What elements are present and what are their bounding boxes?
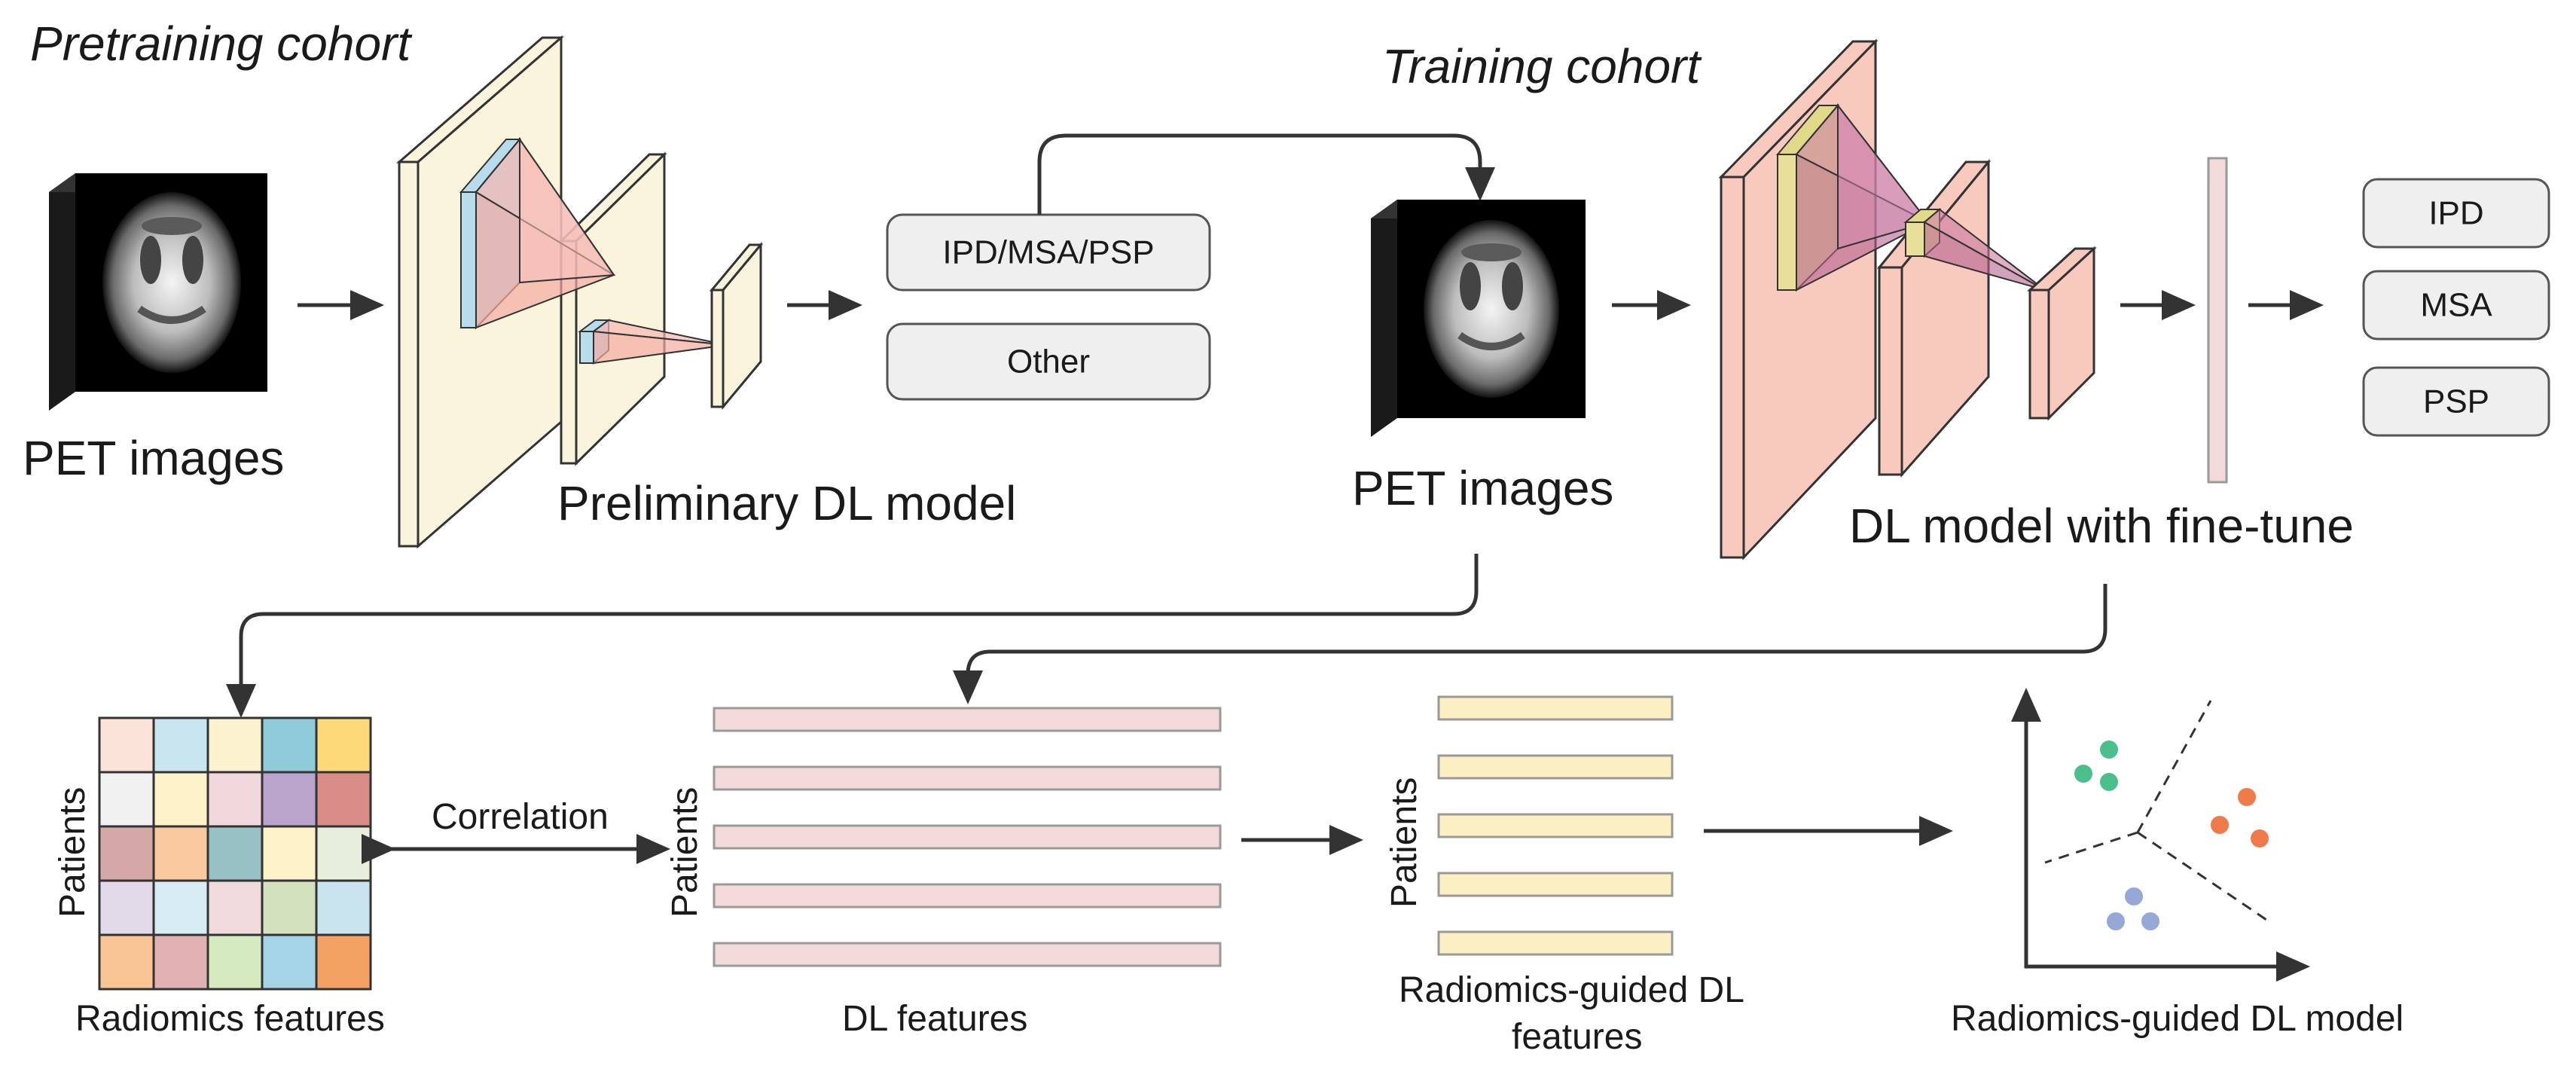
svg-text:PSP: PSP bbox=[2423, 383, 2489, 420]
dl-feature-bar bbox=[713, 824, 1222, 850]
dl-features-label: DL features bbox=[842, 999, 1027, 1039]
brain-scan-left bbox=[102, 192, 241, 373]
cluster-green-point bbox=[2100, 741, 2118, 759]
radiomics-features-label: Radiomics features bbox=[75, 999, 385, 1039]
patients-label-dl: Patients bbox=[665, 787, 705, 918]
decision-boundary-2 bbox=[2044, 831, 2138, 864]
svg-text:IPD/MSA/PSP: IPD/MSA/PSP bbox=[942, 234, 1154, 271]
heatmap-cell bbox=[152, 825, 209, 882]
heatmap-cell bbox=[98, 933, 155, 991]
preliminary-model-label: Preliminary DL model bbox=[557, 476, 1016, 530]
cluster-green-point bbox=[2074, 765, 2092, 783]
dl-feature-bar bbox=[713, 942, 1222, 967]
dense-layer-bar bbox=[2207, 157, 2228, 484]
cluster-blue-point bbox=[2107, 912, 2125, 930]
heatmap-cell bbox=[206, 933, 264, 991]
cluster-orange-point bbox=[2238, 788, 2256, 806]
heatmap-cell bbox=[98, 716, 155, 774]
heatmap-cell bbox=[315, 716, 372, 774]
arrow-finetune-to-dl-features bbox=[953, 584, 2107, 704]
guided-feature-bar bbox=[1437, 930, 1674, 956]
heatmap-cell bbox=[261, 879, 318, 936]
heatmap-cell bbox=[315, 771, 372, 828]
guided-features-label-line2: features bbox=[1512, 1017, 1642, 1057]
patients-label-radiomics: Patients bbox=[53, 787, 93, 918]
pet-images-right-label: PET images bbox=[1352, 461, 1613, 515]
finetune-output-psp: PSP bbox=[2362, 366, 2550, 437]
cluster-orange-point bbox=[2211, 816, 2229, 834]
heatmap-cell bbox=[98, 825, 155, 882]
dl-feature-bar bbox=[713, 707, 1222, 732]
heatmap-cell bbox=[206, 879, 264, 936]
svg-text:IPD: IPD bbox=[2428, 195, 2483, 232]
heatmap-cell bbox=[315, 879, 372, 936]
pet-images-left-label: PET images bbox=[23, 431, 284, 485]
heatmap-cell bbox=[315, 825, 372, 882]
guided-feature-bar bbox=[1437, 754, 1674, 780]
guided-features-label-line1: Radiomics-guided DL bbox=[1399, 970, 1744, 1010]
heatmap-cell bbox=[261, 825, 318, 882]
cluster-orange-point bbox=[2251, 829, 2269, 848]
pet-image-cube-right bbox=[1371, 200, 1586, 437]
finetune-output-msa: MSA bbox=[2362, 270, 2550, 341]
arrow-pet-to-radiomics bbox=[226, 554, 1479, 718]
cluster-blue-point bbox=[2141, 912, 2159, 930]
finetune-dl-model bbox=[1718, 38, 2097, 560]
dl-feature-bar bbox=[713, 765, 1222, 791]
decision-boundary-3 bbox=[2137, 831, 2272, 924]
pretraining-cohort-label: Pretraining cohort bbox=[30, 17, 412, 71]
cluster-blue-point bbox=[2125, 887, 2143, 906]
guided-feature-bar bbox=[1437, 813, 1674, 838]
heatmap-cell bbox=[152, 771, 209, 828]
heatmap-cell bbox=[98, 771, 155, 828]
guided-model-label: Radiomics-guided DL model bbox=[1951, 999, 2404, 1039]
guided-feature-bar bbox=[1437, 695, 1674, 721]
svg-text:Other: Other bbox=[1007, 344, 1090, 380]
heatmap-cell bbox=[206, 825, 264, 882]
guided-model-scatter bbox=[2011, 688, 2310, 982]
heatmap-cell bbox=[261, 771, 318, 828]
pretrain-output-ipd-msa-psp: IPD/MSA/PSP bbox=[886, 213, 1211, 292]
finetune-output-ipd: IPD bbox=[2362, 178, 2550, 249]
radiomics-heatmap bbox=[98, 716, 372, 991]
dl-feature-bar bbox=[713, 883, 1222, 909]
svg-text:MSA: MSA bbox=[2420, 287, 2492, 324]
heatmap-cell bbox=[152, 933, 209, 991]
pretrain-output-other: Other bbox=[886, 322, 1211, 401]
brain-scan-right bbox=[1424, 220, 1559, 398]
heatmap-cell bbox=[261, 933, 318, 991]
heatmap-cell bbox=[206, 771, 264, 828]
heatmap-cell bbox=[206, 716, 264, 774]
guided-feature-bar bbox=[1437, 872, 1674, 897]
heatmap-cell bbox=[98, 879, 155, 936]
arrow-transfer-to-training bbox=[1037, 133, 1495, 215]
heatmap-cell bbox=[261, 716, 318, 774]
cluster-green-point bbox=[2100, 773, 2118, 791]
guided-feature-bars bbox=[1437, 695, 1674, 956]
dl-feature-bars bbox=[713, 707, 1222, 967]
decision-boundary-1 bbox=[2136, 700, 2212, 833]
heatmap-cell bbox=[315, 933, 372, 991]
finetune-model-label: DL model with fine-tune bbox=[1849, 499, 2354, 553]
heatmap-cell bbox=[152, 716, 209, 774]
preliminary-dl-model bbox=[395, 35, 764, 549]
correlation-label: Correlation bbox=[432, 797, 609, 837]
pet-image-cube-left bbox=[49, 173, 267, 411]
training-cohort-label: Training cohort bbox=[1382, 39, 1702, 93]
patients-label-guided: Patients bbox=[1384, 777, 1424, 908]
heatmap-cell bbox=[152, 879, 209, 936]
